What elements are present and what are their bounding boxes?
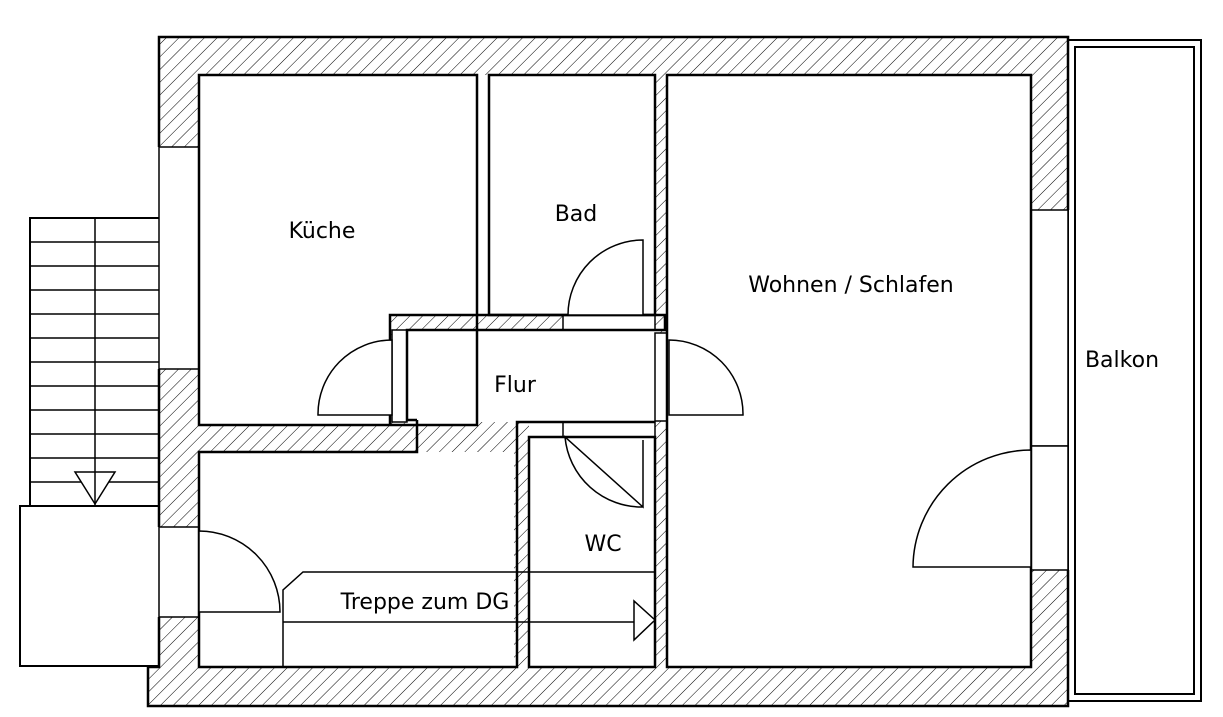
- entrance-landing: [19, 505, 161, 667]
- room-label-kitchen: Küche: [289, 219, 356, 244]
- room-label-wc: WC: [584, 532, 621, 557]
- room-label-bath: Bad: [555, 202, 598, 227]
- openings: [158, 146, 1069, 618]
- stair-label: Treppe zum DG: [340, 590, 510, 615]
- walls: [148, 37, 1068, 706]
- room-label-balcony: Balkon: [1085, 348, 1159, 373]
- room-label-hall: Flur: [494, 373, 537, 398]
- exterior-stairs: [29, 217, 161, 507]
- balcony: [1067, 39, 1202, 702]
- wall-outlines: [146, 35, 1070, 708]
- interior-stairs: [282, 571, 657, 667]
- door-swings: [198, 239, 1032, 613]
- stair-direction-arrow: [73, 471, 117, 506]
- room-label-living: Wohnen / Schlafen: [748, 273, 954, 298]
